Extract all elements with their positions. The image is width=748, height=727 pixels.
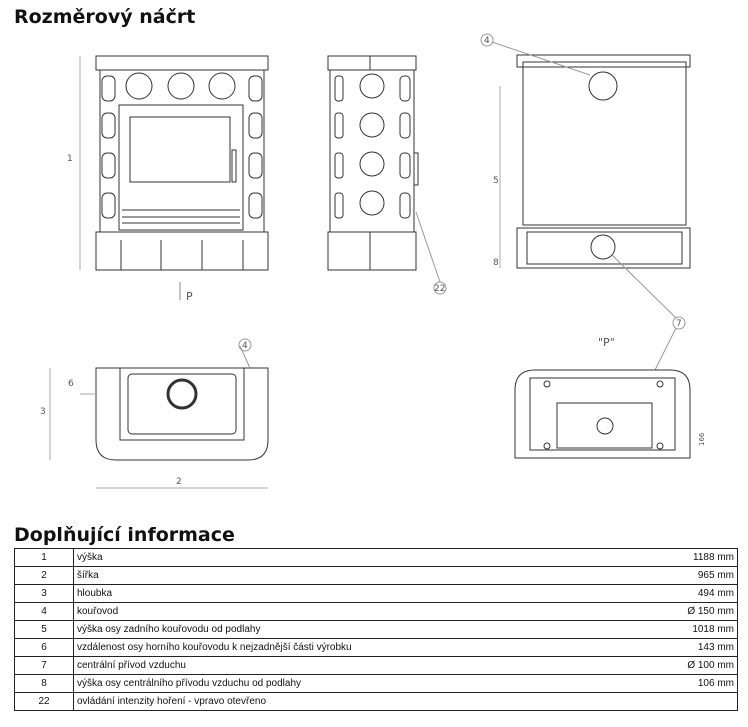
row-description: šířka: [73, 566, 611, 585]
row-value: 965 mm: [611, 566, 738, 585]
row-description: ovládání intenzity hoření - vpravo otevř…: [73, 692, 611, 711]
row-number: 4: [14, 602, 74, 621]
svg-text:1: 1: [67, 154, 73, 164]
row-value: Ø 100 mm: [611, 656, 738, 675]
svg-text:7: 7: [676, 319, 682, 329]
row-number: 3: [14, 584, 74, 603]
side-view: [327, 55, 447, 295]
row-number: 1: [14, 548, 74, 567]
info-title: Doplňující informace: [14, 524, 235, 546]
svg-text:5: 5: [493, 176, 499, 186]
row-number: 7: [14, 656, 74, 675]
svg-text:2: 2: [176, 477, 182, 487]
row-description: kouřovod: [73, 602, 611, 621]
top-view: [49, 338, 269, 489]
row-number: 8: [14, 674, 74, 693]
drawing-title: Rozměrový náčrt: [14, 6, 196, 28]
svg-text:8: 8: [493, 258, 499, 268]
svg-text:P: P: [186, 290, 193, 303]
drawing-labels: 1 4 5 8 22 6 3 2 4 7 P "P" 166: [40, 36, 706, 487]
row-number: 22: [14, 692, 74, 711]
row-description: vzdálenost osy horního kouřovodu k nejza…: [73, 638, 611, 657]
row-value: 1018 mm: [611, 620, 738, 639]
bottom-view: [514, 369, 691, 459]
svg-text:4: 4: [242, 341, 248, 351]
row-description: výška osy zadního kouřovodu od podlahy: [73, 620, 611, 639]
svg-text:166: 166: [698, 432, 706, 446]
row-value: 143 mm: [611, 638, 738, 657]
row-description: centrální přívod vzduchu: [73, 656, 611, 675]
back-view: [480, 33, 691, 371]
svg-text:6: 6: [68, 379, 74, 389]
dimension-drawing: 1 4 5 8 22 6 3 2 4 7 P "P" 166: [40, 33, 706, 489]
row-value: [611, 692, 738, 711]
svg-text:22: 22: [434, 284, 445, 294]
row-value: 1188 mm: [611, 548, 738, 567]
svg-text:3: 3: [40, 407, 46, 417]
row-description: výška osy centrálního přívodu vzduchu od…: [73, 674, 611, 693]
row-value: 106 mm: [611, 674, 738, 693]
svg-text:4: 4: [484, 36, 490, 46]
row-number: 2: [14, 566, 74, 585]
front-view: [79, 55, 269, 300]
row-value: Ø 150 mm: [611, 602, 738, 621]
row-value: 494 mm: [611, 584, 738, 603]
row-description: hloubka: [73, 584, 611, 603]
row-number: 6: [14, 638, 74, 657]
svg-text:"P": "P": [598, 336, 615, 349]
row-number: 5: [14, 620, 74, 639]
row-description: výška: [73, 548, 611, 567]
